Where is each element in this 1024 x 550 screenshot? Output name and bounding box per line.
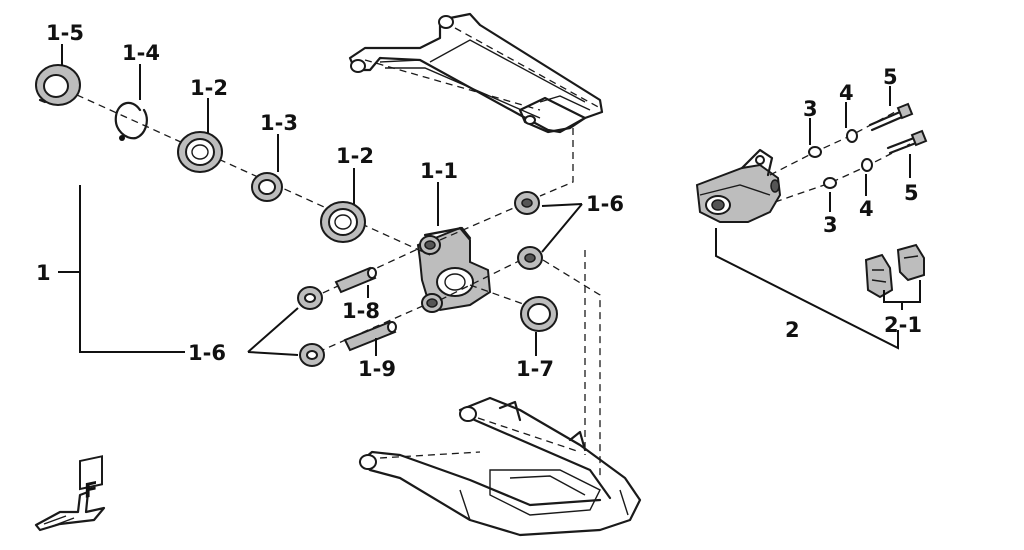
brake-pads: [864, 243, 925, 299]
callout-4-upper: 4: [839, 81, 854, 105]
part-1-6-bushings: [297, 191, 543, 367]
part-1-4-circlip: [114, 101, 148, 141]
callout-1-6-left: 1-6: [188, 341, 226, 365]
brake-caliper: [695, 148, 782, 223]
front-marker-letter: F: [84, 476, 98, 503]
part-1-5-seal: [35, 64, 81, 106]
callout-1-9: 1-9: [358, 357, 396, 381]
callout-1-4: 1-4: [122, 41, 160, 65]
callout-1-6-right: 1-6: [586, 192, 624, 216]
callout-5-upper: 5: [883, 65, 898, 89]
knuckle-assembly: [416, 226, 492, 313]
callout-labels: 1-5 1-4 1-2 1-3 1-2 1-1 1 1-6 1-6 1-7 1-…: [36, 21, 922, 381]
callout-2-1: 2-1: [884, 313, 922, 337]
part-1-9-pin: [343, 320, 397, 352]
callout-2: 2: [785, 318, 800, 342]
callout-1-1: 1-1: [420, 159, 458, 183]
callout-1-7: 1-7: [516, 357, 554, 381]
part-1-2-bearing-lower: [320, 201, 366, 243]
leader-lines: [58, 44, 921, 356]
callout-1-8: 1-8: [342, 299, 380, 323]
callout-1-5: 1-5: [46, 21, 84, 45]
part-1-7-seal: [520, 296, 558, 332]
part-1-3-spacer: [251, 172, 283, 202]
callout-3-lower: 3: [823, 213, 838, 237]
callout-1-3: 1-3: [260, 111, 298, 135]
upper-arm: [348, 12, 604, 134]
caliper-bolts: [769, 102, 928, 203]
callout-3-upper: 3: [803, 97, 818, 121]
callout-1-2-upper: 1-2: [190, 76, 228, 100]
front-direction-arrow-icon: F: [34, 455, 106, 532]
callout-1: 1: [36, 261, 51, 285]
lower-arm: [358, 396, 642, 537]
part-1-8-pin: [334, 266, 377, 294]
callout-4-lower: 4: [859, 197, 874, 221]
callout-5-lower: 5: [904, 181, 919, 205]
part-1-2-bearing-upper: [177, 131, 223, 173]
callout-1-2-lower: 1-2: [336, 144, 374, 168]
